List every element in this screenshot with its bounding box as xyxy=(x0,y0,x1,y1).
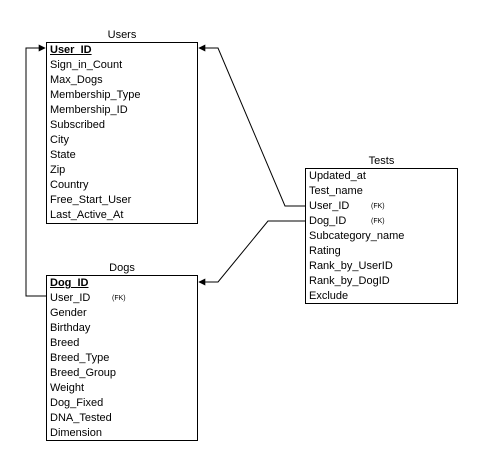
field-name: Rating xyxy=(309,245,341,257)
foreign-key-marker: (FK) xyxy=(112,295,126,302)
field-dogs-breed[interactable]: Breed xyxy=(50,336,197,351)
field-name: Breed xyxy=(50,337,80,349)
field-tests-updated-at[interactable]: Updated_at xyxy=(309,169,457,184)
field-dogs-breed-group[interactable]: Breed_Group xyxy=(50,366,197,381)
field-name: User_ID xyxy=(309,200,350,212)
field-dogs-dog-fixed[interactable]: Dog_Fixed xyxy=(50,396,197,411)
field-name: Zip xyxy=(50,164,66,176)
field-tests-dog-id[interactable]: Dog_ID (FK) xyxy=(309,214,457,229)
field-users-membership-type[interactable]: Membership_Type xyxy=(50,88,197,103)
field-name: User_ID xyxy=(50,292,91,304)
field-name: User_ID xyxy=(50,44,92,56)
field-name: Dimension xyxy=(50,427,102,439)
field-tests-user-id[interactable]: User_ID (FK) xyxy=(309,199,457,214)
field-users-country[interactable]: Country xyxy=(50,178,197,193)
connector-dogs-to-users xyxy=(25,44,46,297)
field-dogs-dimension[interactable]: Dimension xyxy=(50,426,197,441)
field-name: Dog_Fixed xyxy=(50,397,104,409)
field-dogs-gender[interactable]: Gender xyxy=(50,306,197,321)
field-tests-exclude[interactable]: Exclude xyxy=(309,289,457,304)
field-dogs-birthday[interactable]: Birthday xyxy=(50,321,197,336)
field-name: Breed_Group xyxy=(50,367,117,379)
entity-title-tests: Tests xyxy=(368,155,395,167)
field-name: DNA_Tested xyxy=(50,412,112,424)
field-name: Dog_ID xyxy=(50,277,89,289)
field-dogs-dog-id[interactable]: Dog_ID xyxy=(50,276,197,291)
field-users-state[interactable]: State xyxy=(50,148,197,163)
field-users-last-active-at[interactable]: Last_Active_At xyxy=(50,208,197,223)
field-tests-rank-by-userid[interactable]: Rank_by_UserID xyxy=(309,259,457,274)
field-name: Updated_at xyxy=(309,170,366,182)
field-name: Rank_by_UserID xyxy=(309,260,393,272)
field-tests-rank-by-dogid[interactable]: Rank_by_DogID xyxy=(309,274,457,289)
field-users-sign-in-count[interactable]: Sign_in_Count xyxy=(50,58,197,73)
field-dogs-dna-tested[interactable]: DNA_Tested xyxy=(50,411,197,426)
field-dogs-weight[interactable]: Weight xyxy=(50,381,197,396)
field-name: Last_Active_At xyxy=(50,209,124,221)
field-name: Sign_in_Count xyxy=(50,59,123,71)
field-users-city[interactable]: City xyxy=(50,133,197,148)
field-name: State xyxy=(50,149,76,161)
field-tests-rating[interactable]: Rating xyxy=(309,244,457,259)
field-name: Gender xyxy=(50,307,87,319)
field-users-membership-id[interactable]: Membership_ID xyxy=(50,103,197,118)
connector-tests-dog-to-dogs xyxy=(198,220,305,286)
field-name: Weight xyxy=(50,382,85,394)
entity-title-dogs: Dogs xyxy=(109,262,135,274)
field-name: Country xyxy=(50,179,89,191)
field-users-max-dogs[interactable]: Max_Dogs xyxy=(50,73,197,88)
entity-title-users: Users xyxy=(107,29,137,41)
foreign-key-marker: (FK) xyxy=(371,218,385,225)
field-users-subscribed[interactable]: Subscribed xyxy=(50,118,197,133)
field-users-user-id[interactable]: User_ID xyxy=(50,43,197,58)
field-tests-subcategory-name[interactable]: Subcategory_name xyxy=(309,229,457,244)
field-dogs-breed-type[interactable]: Breed_Type xyxy=(50,351,197,366)
field-name: Membership_ID xyxy=(50,104,128,116)
field-name: City xyxy=(50,134,69,146)
foreign-key-marker: (FK) xyxy=(371,203,385,210)
field-users-zip[interactable]: Zip xyxy=(50,163,197,178)
field-name: Rank_by_DogID xyxy=(309,275,390,287)
connector-tests-user-to-users xyxy=(198,44,305,207)
field-name: Subcategory_name xyxy=(309,230,405,242)
field-name: Membership_Type xyxy=(50,89,141,101)
field-name: Breed_Type xyxy=(50,352,110,364)
field-name: Subscribed xyxy=(50,119,106,131)
field-dogs-user-id[interactable]: User_ID (FK) xyxy=(50,291,197,306)
field-name: Exclude xyxy=(309,290,349,302)
field-name: Max_Dogs xyxy=(50,74,103,86)
field-name: Test_name xyxy=(309,185,363,197)
field-users-free-start-user[interactable]: Free_Start_User xyxy=(50,193,197,208)
field-name: Dog_ID xyxy=(309,215,347,227)
field-tests-test-name[interactable]: Test_name xyxy=(309,184,457,199)
field-name: Free_Start_User xyxy=(50,194,132,206)
field-name: Birthday xyxy=(50,322,91,334)
